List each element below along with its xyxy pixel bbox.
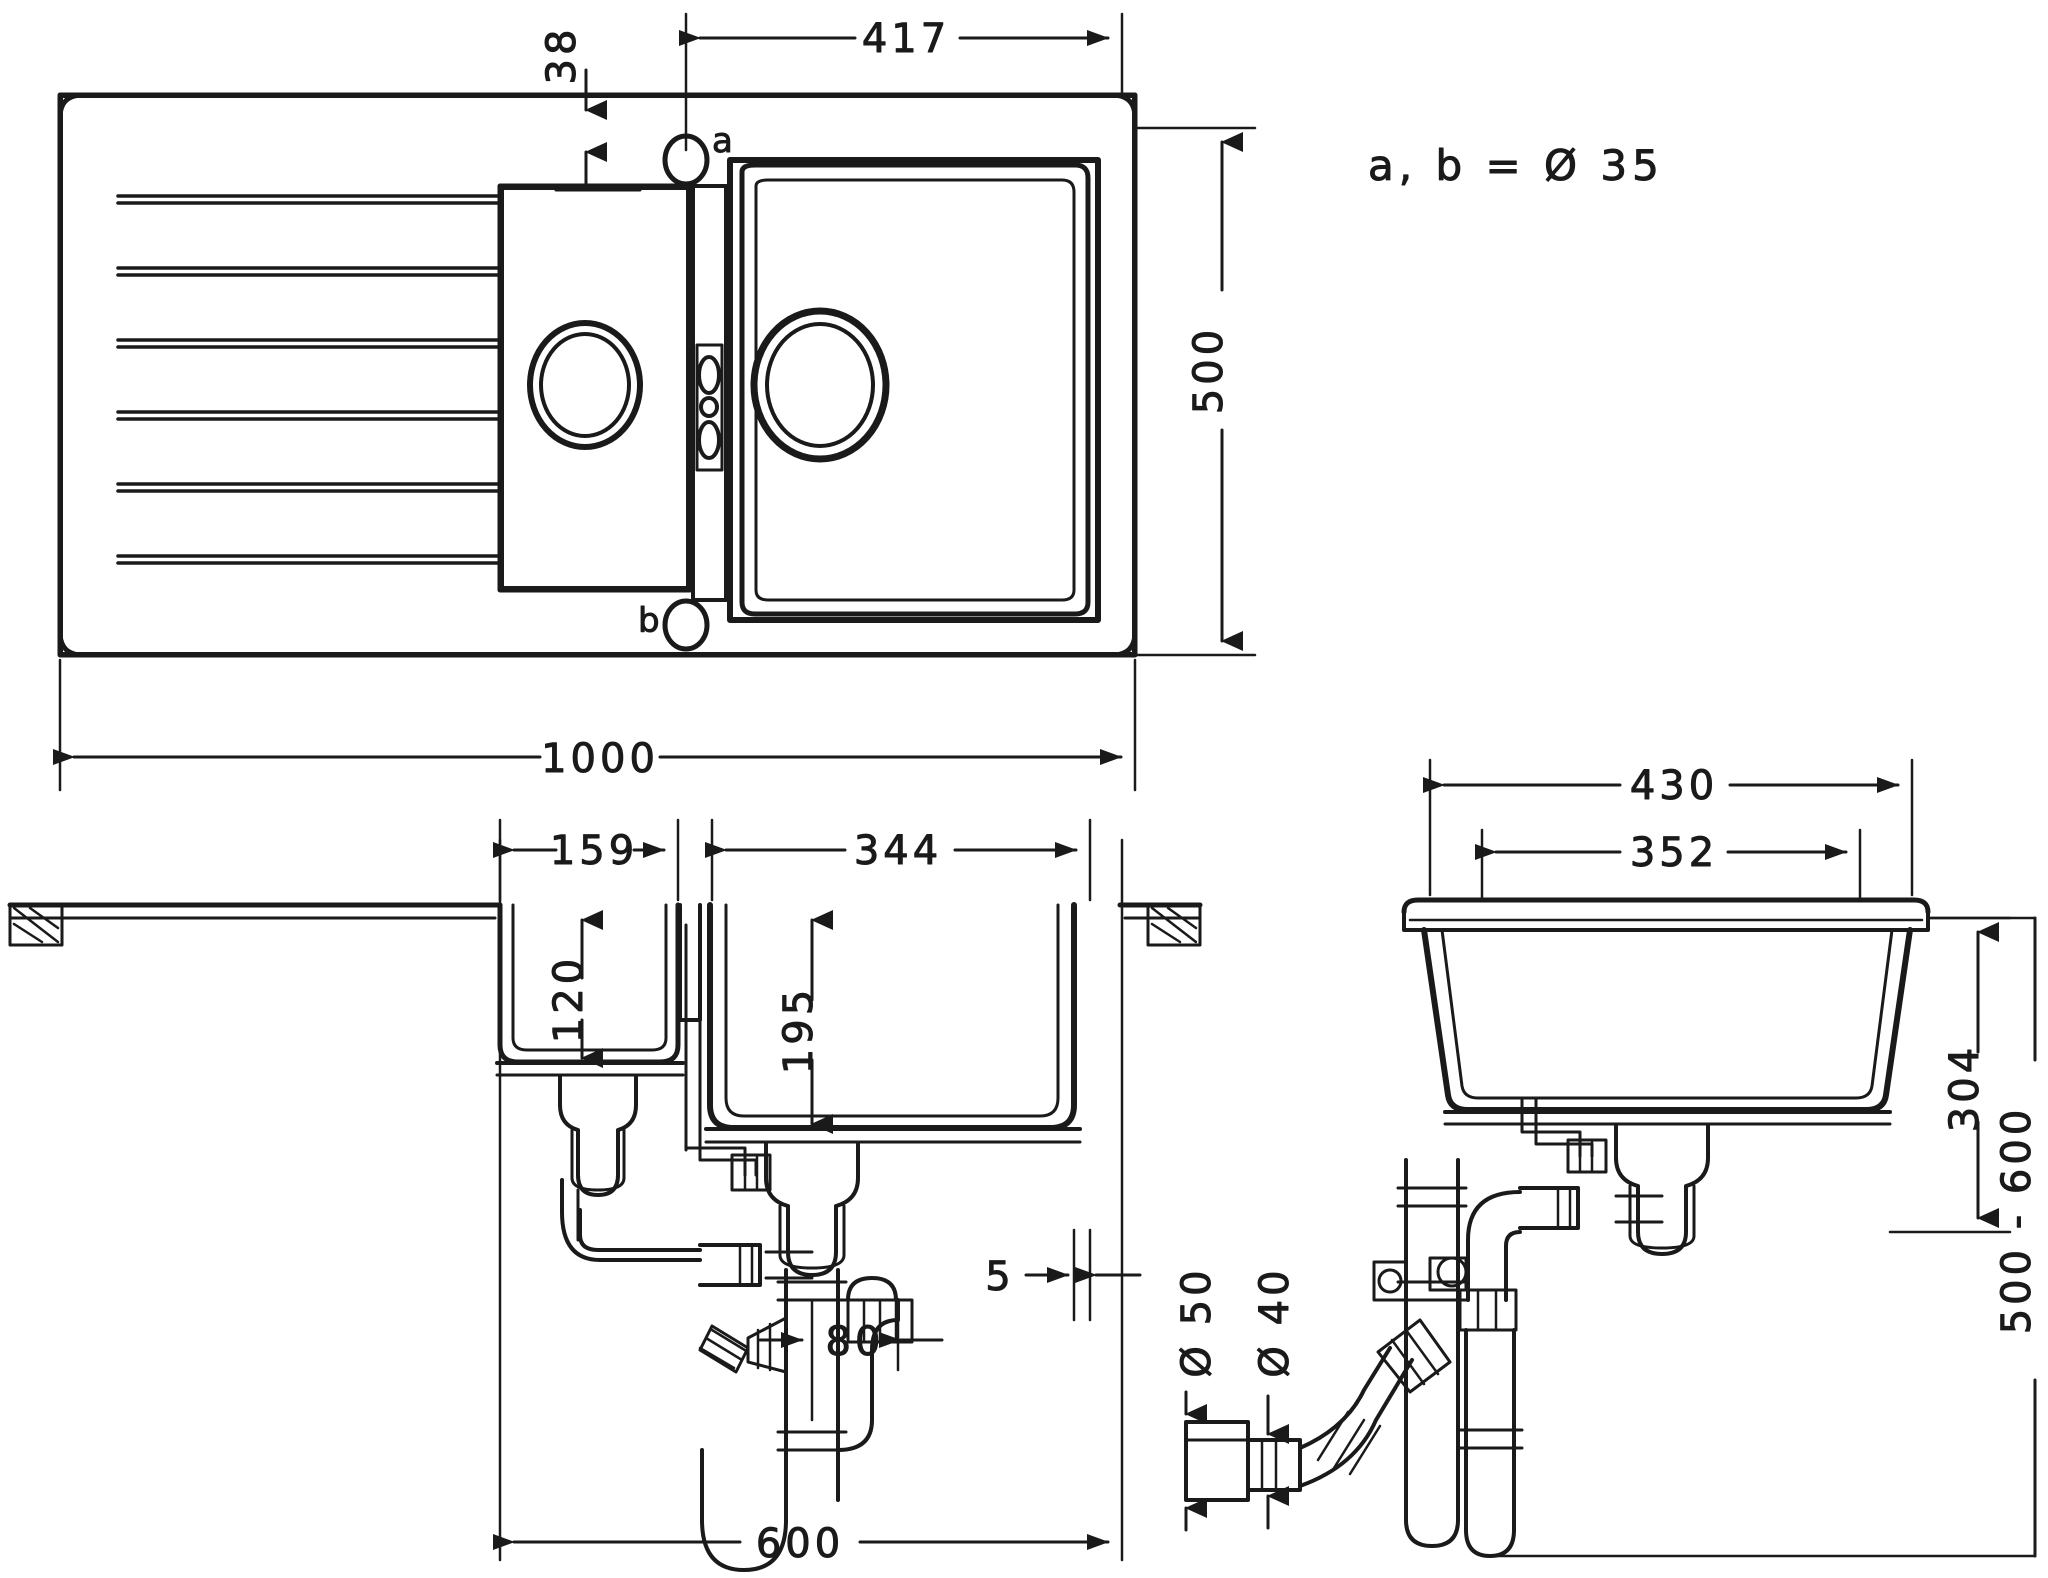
dim-430-label: 430 (1630, 763, 1718, 809)
overflow-strip (691, 184, 728, 602)
dim-195-label: 195 (776, 986, 822, 1074)
dim-344 (705, 818, 1092, 902)
dim-38-label: 38 (539, 26, 585, 85)
dim-5-label: 5 (985, 1254, 1014, 1300)
dim-5 (1024, 1228, 1142, 1322)
dim-430 (1423, 758, 1914, 897)
main-bowl-inner-edge (739, 162, 1091, 617)
dim-600 (493, 838, 1124, 1562)
dim-344-label: 344 (854, 828, 942, 874)
side-section-group (1401, 897, 1931, 1558)
dim-1000-label: 1000 (541, 736, 659, 782)
dim-159-label: 159 (550, 828, 638, 874)
dim-500-600-label: 500 - 600 (1994, 1106, 2040, 1335)
dim-500 (1133, 126, 1257, 657)
dim-500-600 (1488, 916, 2037, 1558)
dim-dia40-label: Ø 40 (1252, 1266, 1298, 1377)
hole-b-label: b (638, 601, 660, 641)
dim-417-label: 417 (862, 16, 950, 62)
small-bowl-drain-outer (527, 320, 643, 450)
main-bowl-drain-inner (765, 322, 875, 448)
main-bowl-strainer (764, 1141, 860, 1277)
dim-80 (758, 1298, 944, 1422)
small-bowl-drain-inner (539, 332, 631, 438)
main-bowl-top (727, 157, 1101, 623)
dim-600-label: 600 (756, 1521, 844, 1567)
dim-38 (554, 68, 642, 192)
tap-hole-b (662, 598, 710, 652)
dim-120-label: 120 (546, 955, 592, 1043)
small-bowl-strainer (558, 1074, 638, 1197)
dim-352 (1475, 828, 1862, 902)
dim-dia50-label: Ø 50 (1174, 1266, 1220, 1377)
side-bowl-strainer (1614, 1123, 1710, 1256)
dim-80-label: 80 (826, 1319, 885, 1365)
dim-304-label: 304 (1942, 1044, 1988, 1132)
small-bowl-top (497, 183, 693, 593)
hole-diameter-note: a, b = Ø 35 (1368, 141, 1664, 190)
dim-417 (679, 12, 1124, 152)
trap-detail-group (1184, 1158, 1468, 1548)
drainer-grooves (116, 194, 502, 565)
dim-1000 (53, 658, 1137, 792)
dim-352-label: 352 (1630, 830, 1718, 876)
hole-a-label: a (712, 121, 733, 161)
main-bowl-drain-outer (750, 307, 890, 463)
top-view-group (57, 92, 1138, 658)
dim-500-label: 500 (1186, 326, 1232, 414)
